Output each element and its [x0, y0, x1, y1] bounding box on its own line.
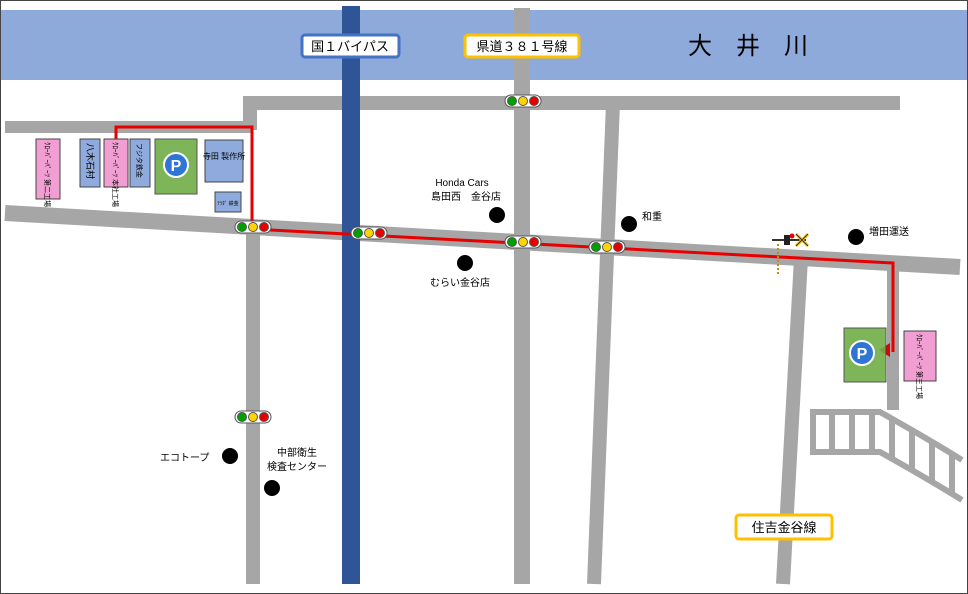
river-label: 大 井 川 — [688, 33, 808, 60]
road-wajyu-vertical — [587, 102, 620, 585]
traffic-lights — [234, 94, 626, 424]
traffic-light-left — [234, 220, 272, 234]
svg-text:中部衛生: 中部衛生 — [277, 446, 317, 459]
parking-2: P — [843, 327, 887, 383]
building-terada: 寺田 製作所 — [203, 139, 245, 183]
label-route1: 国１バイパス — [311, 39, 389, 54]
building-fujita: フジタ鉄金 — [129, 138, 151, 188]
landmark-murai: むらい金谷店 — [430, 255, 490, 289]
traffic-light-top — [504, 94, 542, 108]
label-route1-box — [300, 33, 401, 59]
label-prefectural: 県道３８１号線 — [476, 39, 567, 54]
svg-text:ｸﾛｰﾊﾞｰﾊﾟｰﾂ 第三工場: ｸﾛｰﾊﾞｰﾊﾟｰﾂ 第三工場 — [915, 334, 924, 399]
svg-text:ﾃﾗﾀﾞ 鉄金: ﾃﾗﾀﾞ 鉄金 — [217, 200, 238, 207]
svg-text:増田運送: 増田運送 — [869, 225, 909, 238]
landmark-ecotope: エコトープ — [160, 448, 238, 464]
traffic-light-right — [588, 240, 626, 254]
label-sumiyoshi: 住吉金谷線 — [751, 520, 816, 535]
svg-text:八木石村: 八木石村 — [85, 143, 96, 179]
landmark-honda: Honda Cars 島田西 金谷店 — [431, 178, 505, 223]
svg-text:検査センター: 検査センター — [267, 460, 327, 473]
building-small-shop: ﾃﾗﾀﾞ 鉄金 — [214, 191, 242, 213]
svg-text:ｸﾛｰﾊﾞｰﾊﾟｰﾂ 第二工場: ｸﾛｰﾊﾞｰﾊﾟｰﾂ 第二工場 — [43, 142, 52, 207]
svg-text:和重: 和重 — [642, 210, 662, 223]
bridge — [810, 409, 964, 503]
building-factory-3: ｸﾛｰﾊﾞｰﾊﾟｰﾂ 第三工場 — [903, 330, 937, 399]
svg-text:P: P — [857, 346, 868, 363]
traffic-light-center — [504, 235, 542, 249]
building-hakiishimura: 八木石村 — [79, 138, 101, 188]
landmark-masuda: 増田運送 — [848, 225, 909, 245]
svg-text:P: P — [171, 158, 182, 175]
landmark-chubu: 中部衛生 検査センター — [264, 446, 327, 496]
railway-crossing-icon — [772, 232, 810, 276]
svg-text:ｸﾛｰﾊﾞｰﾊﾟｰﾂ 本社工場: ｸﾛｰﾊﾞｰﾊﾟｰﾂ 本社工場 — [111, 142, 120, 207]
parking-1: P — [154, 138, 198, 195]
svg-text:むらい金谷店: むらい金谷店 — [430, 276, 490, 289]
svg-text:Honda Cars: Honda Cars — [435, 178, 488, 189]
label-prefectural-box — [463, 33, 581, 59]
svg-text:フジタ鉄金: フジタ鉄金 — [135, 143, 144, 178]
route-line — [114, 125, 895, 352]
svg-text:島田西 金谷店: 島田西 金谷店 — [431, 190, 501, 203]
label-sumiyoshi-box — [734, 513, 834, 541]
building-factory-2: ｸﾛｰﾊﾞｰﾊﾟｰﾂ 第二工場 — [35, 138, 61, 207]
building-honsha: ｸﾛｰﾊﾞｰﾊﾟｰﾂ 本社工場 — [103, 138, 129, 207]
terada-label: 寺田 製作所 — [203, 151, 245, 161]
traffic-light-south — [234, 410, 272, 424]
roads — [4, 8, 961, 585]
landmark-wajyu: 和重 — [621, 210, 662, 232]
svg-text:エコトープ: エコトープ — [160, 452, 209, 464]
traffic-light-bypass — [350, 226, 388, 240]
